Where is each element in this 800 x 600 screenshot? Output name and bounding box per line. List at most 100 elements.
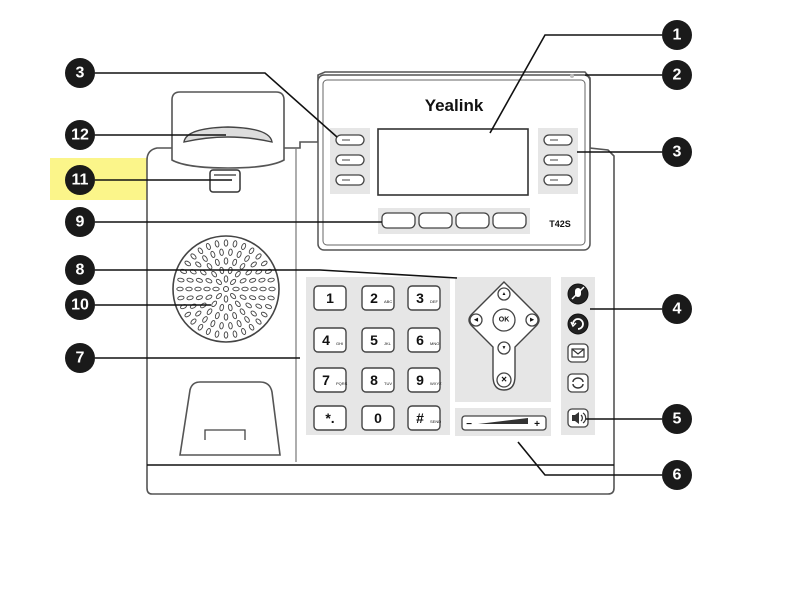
keypad-key[interactable] (361, 405, 395, 431)
speaker-hole (241, 286, 249, 292)
speaker-hole (245, 302, 252, 309)
speaker-hole (186, 277, 194, 283)
hookswitch-tab[interactable] (209, 169, 241, 193)
keypad-key-label: 9 (416, 372, 424, 388)
keypad-key[interactable] (407, 327, 441, 353)
speaker-hole (250, 286, 258, 292)
speaker-hole (234, 300, 241, 308)
speaker-hole (215, 293, 222, 300)
speaker-hole (232, 312, 238, 320)
keypad-key-label: 6 (416, 332, 424, 348)
redial-icon (570, 318, 584, 330)
volume-wedge (478, 418, 528, 424)
keypad-key-letters: WXYZ (430, 381, 442, 386)
speaker-hole (214, 240, 220, 248)
speaker-hole (202, 316, 208, 323)
volume-minus-icon: − (466, 419, 472, 430)
cancel-button[interactable] (496, 372, 512, 388)
speaker-hole (184, 260, 192, 267)
speaker-hole (215, 278, 222, 285)
speaker-hole (230, 293, 237, 300)
keypad-key-letters: JKL (384, 341, 392, 346)
callout-badge: 2 (662, 60, 692, 90)
keypad-key[interactable] (407, 367, 441, 393)
soft-key-2[interactable] (418, 212, 453, 229)
mute-icon (571, 286, 585, 300)
speaker-icon (572, 412, 587, 424)
keypad-key-label: 2 (370, 290, 378, 306)
callout-number: 8 (76, 262, 85, 279)
keypad-key[interactable] (361, 285, 395, 311)
speaker-hole (205, 278, 213, 284)
lcd-screen (377, 128, 529, 196)
speaker-hole (211, 270, 218, 278)
model-label: T42S (549, 219, 571, 229)
speaker-hole (259, 286, 267, 292)
soft-key-4[interactable] (492, 212, 527, 229)
speaker-hole (185, 286, 193, 292)
transfer-button[interactable] (567, 373, 589, 393)
speaker-hole (258, 277, 266, 283)
ok-label: OK (499, 317, 510, 324)
speaker-hole (232, 330, 238, 338)
envelope-icon (571, 348, 585, 358)
speaker-hole (195, 310, 202, 317)
speaker-hole (239, 308, 246, 315)
speaker-hole (186, 295, 194, 301)
nav-down-button[interactable] (497, 341, 511, 355)
speaker-hole (205, 243, 211, 250)
speaker-hole (202, 255, 208, 262)
down-label: ▼ (502, 345, 507, 351)
speaker-hole (223, 275, 229, 283)
keypad-key[interactable] (361, 367, 395, 393)
speaker-hole (177, 295, 185, 301)
speaker-hole (205, 294, 213, 300)
speaker-hole (223, 257, 229, 265)
nav-up-button[interactable] (497, 287, 511, 301)
nav-outline (468, 281, 540, 391)
keypad-key-letters: MNO (430, 341, 439, 346)
speaker-hole (250, 310, 257, 317)
callout-badge: 3 (662, 137, 692, 167)
speaker-hole (232, 286, 240, 292)
callout-badge: 12 (65, 120, 95, 150)
soft-key-3[interactable] (455, 212, 490, 229)
keypad-key[interactable] (361, 327, 395, 353)
keypad-key[interactable] (313, 327, 347, 353)
keypad-key-label: 0 (374, 410, 382, 426)
speaker-hole (232, 258, 238, 266)
callout-badge: 9 (65, 207, 95, 237)
callout-line (489, 34, 662, 134)
speaker-hole (214, 258, 220, 266)
speaker-hole (223, 295, 229, 303)
speaker-hole (223, 239, 229, 247)
keypad-key[interactable] (313, 285, 347, 311)
callout-lines (95, 34, 662, 476)
callout-number: 10 (71, 297, 89, 314)
speaker-hole (234, 270, 241, 278)
callout-badge: 5 (662, 404, 692, 434)
keypad-key-label: *. (325, 410, 334, 426)
keypad-key-label: # (416, 410, 424, 426)
keypad-key[interactable] (407, 405, 441, 431)
nav-right-button[interactable] (525, 313, 539, 327)
soft-key-1[interactable] (381, 212, 416, 229)
message-button[interactable] (567, 343, 589, 363)
keypad-key[interactable] (407, 285, 441, 311)
keypad-key[interactable] (313, 405, 347, 431)
callout-badge: 10 (65, 290, 95, 320)
redial-button[interactable] (567, 313, 589, 335)
speaker-hole (195, 295, 203, 301)
nav-left-button[interactable] (469, 313, 483, 327)
lower-cradle (179, 381, 281, 456)
ok-button[interactable] (492, 308, 516, 332)
callout-badge: 3 (65, 58, 95, 88)
speaker-hole (255, 303, 263, 309)
speaker-hole (223, 286, 229, 292)
keypad-key[interactable] (313, 367, 347, 393)
speaker-hole (267, 295, 275, 301)
callout-number: 12 (71, 127, 89, 144)
speaker-hole (267, 277, 275, 283)
speaker-hole (210, 250, 216, 258)
